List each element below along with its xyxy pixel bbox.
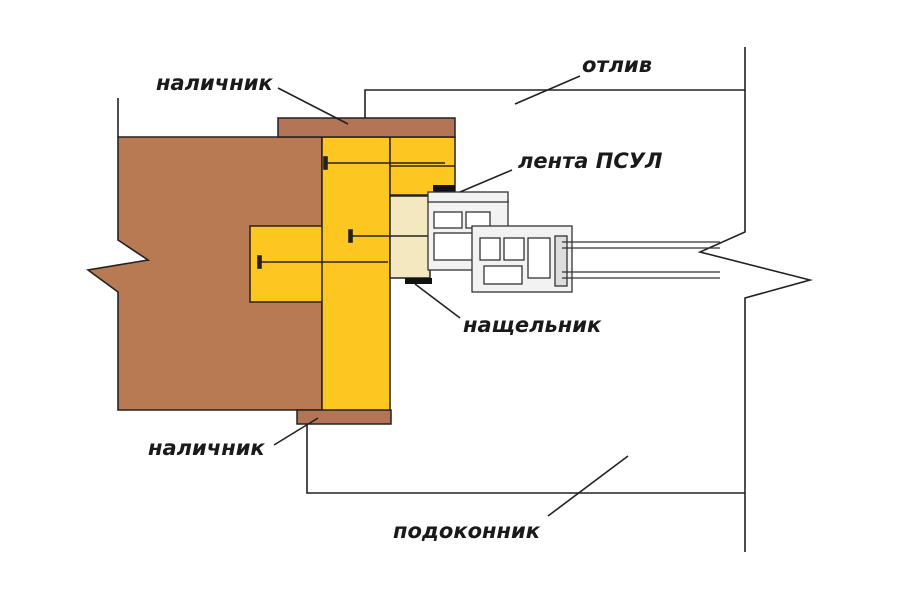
sash-chamber-1 <box>479 237 501 261</box>
drip-line <box>364 47 746 118</box>
glass-unit <box>562 241 720 279</box>
leader-casing-top <box>277 87 349 125</box>
label-psul-tape: лента ПСУЛ <box>518 149 662 173</box>
casing-top <box>277 117 456 138</box>
leader-tape <box>459 169 513 193</box>
sash-chamber-4 <box>483 265 523 285</box>
frame-post <box>321 136 391 413</box>
leader-cover-strip <box>414 283 461 319</box>
outline-lines <box>117 47 814 552</box>
sash-chamber-3 <box>527 237 551 279</box>
label-casing-top: наличник <box>156 71 273 95</box>
pvc-window-profile <box>427 191 573 293</box>
leader-drip <box>514 75 581 105</box>
profile-chamber-1 <box>433 211 463 229</box>
label-drip: отлив <box>582 53 652 77</box>
sash-chamber-2 <box>503 237 525 261</box>
window-box-frame <box>249 136 456 413</box>
profile-chamber-3 <box>433 232 475 261</box>
cover-strip-insert <box>389 195 431 279</box>
sill-line <box>306 418 745 494</box>
frame-top-lip <box>427 191 509 203</box>
nail-middle-head <box>348 229 353 243</box>
nail-bottom-head <box>257 255 262 269</box>
label-cover-strip: нащельник <box>463 313 602 337</box>
leader-lines <box>273 75 629 517</box>
nail-top-head <box>323 156 328 170</box>
leader-sill <box>547 455 629 517</box>
label-casing-bottom: наличник <box>148 436 265 460</box>
casing-bottom <box>296 409 392 425</box>
cover-strip <box>405 278 432 284</box>
label-sill: подоконник <box>393 519 541 543</box>
wall-right-line <box>697 90 814 552</box>
leader-casing-bottom <box>273 417 319 446</box>
